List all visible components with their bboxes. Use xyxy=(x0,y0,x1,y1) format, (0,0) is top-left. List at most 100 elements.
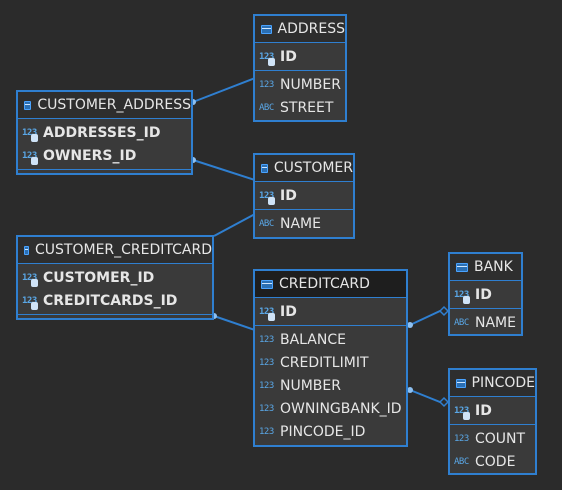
column-name: CREDITCARDS_ID xyxy=(43,292,178,309)
number-type-icon: 123 xyxy=(454,433,469,444)
table-icon xyxy=(456,378,466,388)
column-name: NAME xyxy=(280,215,321,232)
table-name: PINCODE xyxy=(471,375,535,391)
table-icon xyxy=(261,163,268,173)
column[interactable]: 123 NUMBER xyxy=(255,73,345,96)
table-title[interactable]: CUSTOMER_CREDITCARD xyxy=(18,237,212,264)
attribute-section xyxy=(18,315,212,319)
column[interactable]: ABC NAME xyxy=(255,212,353,235)
number-type-icon: 123 xyxy=(259,334,274,345)
table-name: CUSTOMER xyxy=(273,160,353,176)
text-type-icon: ABC xyxy=(454,317,469,328)
column[interactable]: ABC CODE xyxy=(450,450,535,473)
column[interactable]: 123 BALANCE xyxy=(255,328,406,351)
rel-customer-creditcard-to-customer xyxy=(213,213,256,237)
number-type-icon: 123 xyxy=(22,128,40,142)
table-icon xyxy=(261,279,273,289)
column-name: BALANCE xyxy=(280,331,346,348)
column-name: ID xyxy=(475,402,492,419)
table-name: CUSTOMER_CREDITCARD xyxy=(35,242,212,258)
number-type-icon: 123 xyxy=(22,151,40,165)
column[interactable]: 123 OWNINGBANK_ID xyxy=(255,397,406,420)
attribute-section: 123 COUNT ABC CODE xyxy=(450,425,535,475)
table-title[interactable]: CUSTOMER xyxy=(255,155,353,182)
rel-customer-creditcard-to-creditcard xyxy=(213,315,256,331)
number-type-icon: 123 xyxy=(259,357,274,368)
column-name: ID xyxy=(280,187,297,204)
column[interactable]: 123 COUNT xyxy=(450,427,535,450)
text-type-icon: ABC xyxy=(259,102,274,113)
number-type-icon: 123 xyxy=(22,296,40,310)
number-type-icon: 123 xyxy=(259,52,277,66)
attribute-section xyxy=(18,170,191,174)
column-name: NAME xyxy=(475,314,516,331)
number-type-icon: 123 xyxy=(259,426,274,437)
column-name: STREET xyxy=(280,99,334,116)
rel-customer-address-to-address xyxy=(192,77,256,103)
number-type-icon: 123 xyxy=(22,273,40,287)
rel-customer-address-to-customer xyxy=(192,159,256,181)
column-name: OWNERS_ID xyxy=(43,147,137,164)
table-icon xyxy=(24,245,30,255)
number-type-icon: 123 xyxy=(259,403,274,414)
table-title[interactable]: CUSTOMER_ADDRESS xyxy=(18,92,191,119)
number-type-icon: 123 xyxy=(454,406,472,420)
table-name: BANK xyxy=(474,259,513,275)
column-name: NUMBER xyxy=(280,377,341,394)
column-name: NUMBER xyxy=(280,76,341,93)
table-name: CREDITCARD xyxy=(279,276,370,292)
number-type-icon: 123 xyxy=(259,307,277,321)
column[interactable]: ABC STREET xyxy=(255,96,345,119)
number-type-icon: 123 xyxy=(259,191,277,205)
column-name: ID xyxy=(280,48,297,65)
column-name: COUNT xyxy=(475,430,526,447)
column-name: CUSTOMER_ID xyxy=(43,269,155,286)
column-name: OWNINGBANK_ID xyxy=(280,400,402,417)
table-title[interactable]: ADDRESS xyxy=(255,16,345,43)
table-name: CUSTOMER_ADDRESS xyxy=(37,97,191,113)
column-name: CODE xyxy=(475,453,516,470)
number-type-icon: 123 xyxy=(454,290,472,304)
attribute-section: ABC NAME xyxy=(450,309,521,336)
table-icon xyxy=(456,262,468,272)
table-title[interactable]: BANK xyxy=(450,254,521,281)
attribute-section: 123 NUMBER ABC STREET xyxy=(255,71,345,121)
table-name: ADDRESS xyxy=(277,21,345,37)
column-name: ADDRESSES_ID xyxy=(43,124,161,141)
column[interactable]: ABC NAME xyxy=(450,311,521,334)
table-icon xyxy=(24,100,32,110)
attribute-section: ABC NAME xyxy=(255,210,353,237)
column-name: CREDITLIMIT xyxy=(280,354,369,371)
column[interactable]: 123 CREDITLIMIT xyxy=(255,351,406,374)
table-title[interactable]: PINCODE xyxy=(450,370,535,397)
text-type-icon: ABC xyxy=(259,218,274,229)
table-title[interactable]: CREDITCARD xyxy=(255,271,406,298)
number-type-icon: 123 xyxy=(259,79,274,90)
table-icon xyxy=(261,24,272,34)
column-name: ID xyxy=(475,286,492,303)
text-type-icon: ABC xyxy=(454,456,469,467)
